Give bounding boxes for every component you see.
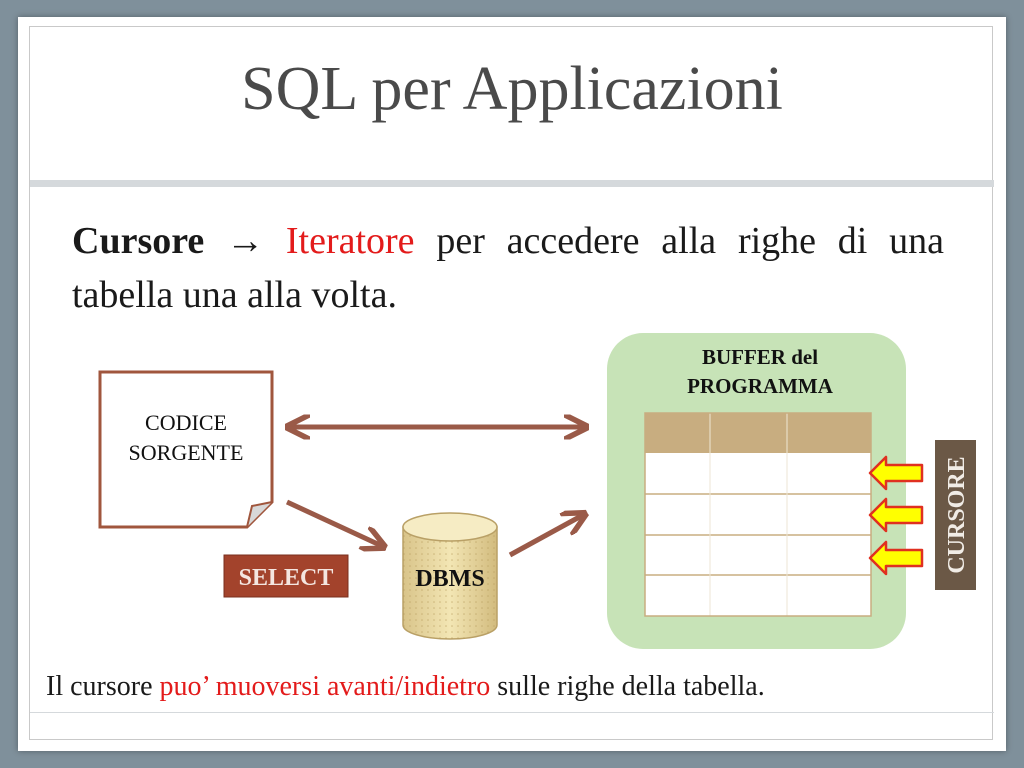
program-buffer: BUFFER del PROGRAMMA [607, 333, 906, 649]
bottom-divider [30, 712, 994, 713]
buffer-label-2: PROGRAMMA [687, 374, 834, 398]
select-badge-bg [223, 554, 349, 598]
source-code-label-1: CODICE [145, 410, 227, 435]
bullet-term: Cursore [72, 220, 205, 262]
document-fold [246, 501, 273, 528]
footer-highlight: puo’ muoversi avanti/indietro [159, 671, 491, 702]
footer-text: Il cursore puo’ muoversi avanti/indietro… [46, 670, 1006, 704]
buffer-label-1: BUFFER del [702, 345, 818, 369]
select-badge: SELECT [223, 554, 349, 598]
footer-after: sulle righe della tabella. [497, 671, 765, 702]
slide-frame [29, 26, 993, 740]
table-header-row [645, 413, 871, 453]
dbms-label: DBMS [415, 566, 484, 592]
slide-title: SQL per Applicazioni [241, 55, 783, 123]
cursor-arrows [868, 455, 924, 576]
bullet-highlight: Iteratore [285, 220, 415, 262]
cursor-label: CURSORE [944, 456, 970, 573]
footer-before: Il cursore [46, 671, 153, 702]
cursor-arrow-icon [868, 455, 924, 491]
dbms-cylinder: DBMS [402, 512, 498, 640]
cursor-arrow-icon [868, 540, 924, 576]
cursor-arrow-icon [868, 497, 924, 533]
arrow-to-buffer [508, 515, 583, 558]
arrow-to-dbms [285, 499, 382, 546]
cursor-badge: CURSORE [935, 440, 976, 590]
bullet-rest: per accedere alla righe di una tabella u… [72, 220, 945, 316]
source-code-document: CODICE SORGENTE [98, 370, 274, 529]
cylinder-texture [403, 527, 497, 639]
select-label: SELECT [239, 565, 334, 591]
cursor-badge-bg [935, 440, 976, 590]
bullet-text: Cursore → Iteratore per accedere alla ri… [72, 214, 944, 322]
title-divider [30, 180, 994, 187]
cylinder-top [402, 512, 498, 542]
source-code-label-2: SORGENTE [129, 440, 244, 465]
arrow-symbol: → [226, 220, 265, 262]
buffer-table [644, 412, 872, 617]
